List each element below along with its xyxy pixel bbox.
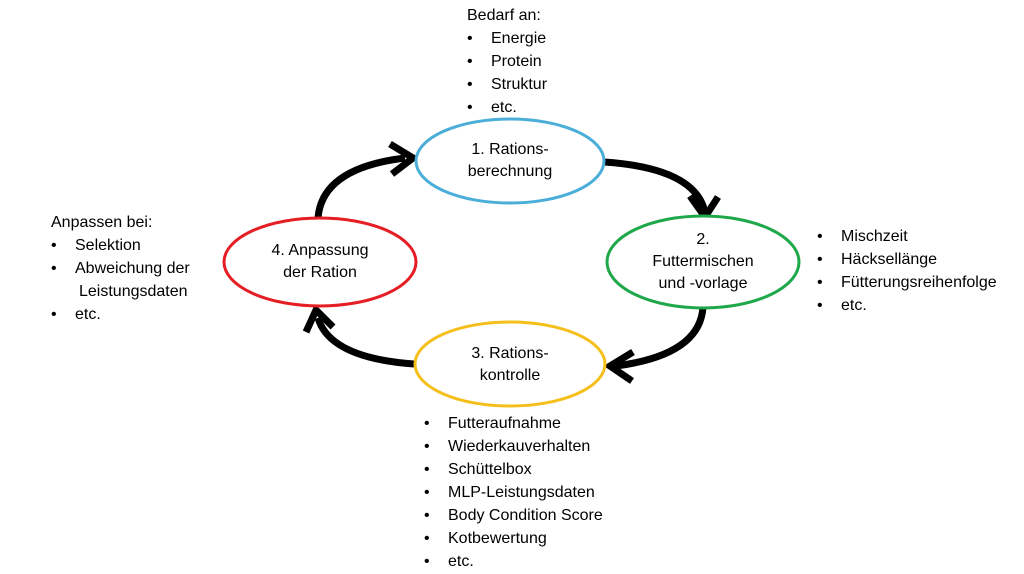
node-4-ellipse (222, 216, 418, 308)
node-4-line1: 4. Anpassung (271, 242, 369, 259)
node-3-label: 3. Rations- kontrolle (430, 343, 590, 387)
list-item: Fütterungsreihenfolge (813, 271, 997, 294)
list-item: Protein (463, 50, 547, 73)
note-top-list: Energie Protein Struktur etc. (463, 27, 547, 119)
list-item: Energie (463, 27, 547, 50)
node-2-ellipse (605, 214, 801, 310)
arrow-head-2-to-3 (603, 349, 635, 384)
node-3-line1: 3. Rations- (471, 345, 549, 362)
note-bottom: Futteraufnahme Wiederkauverhalten Schütt… (420, 412, 603, 573)
list-item: Abweichung der (47, 257, 190, 280)
list-item: Schüttelbox (420, 458, 603, 481)
node-2-line3: und -vorlage (658, 275, 748, 292)
node-1-ellipse (414, 117, 606, 205)
arrow-1-to-2 (603, 158, 709, 213)
arrow-head-4-to-1 (388, 141, 420, 177)
list-item: Wiederkauverhalten (420, 435, 603, 458)
list-item: etc. (47, 303, 190, 326)
list-item: Kotbewertung (420, 527, 603, 550)
node-2-line2: Futtermischen (652, 253, 754, 270)
note-top: Bedarf an: Energie Protein Struktur etc. (463, 4, 547, 119)
list-item: Mischzeit (813, 225, 997, 248)
note-top-title: Bedarf an: (467, 7, 541, 24)
note-right: Mischzeit Häcksellänge Fütterungsreihenf… (813, 225, 997, 317)
node-2-line1: 2. (696, 231, 710, 248)
node-3-ellipse (413, 320, 607, 408)
note-right-list: Mischzeit Häcksellänge Fütterungsreihenf… (813, 225, 997, 317)
note-left-continuation: Leistungsdaten (79, 283, 188, 300)
node-1-line2: berechnung (467, 163, 553, 180)
node-2-label: 2. Futtermischen und -vorlage (623, 229, 783, 295)
note-left-title: Anpassen bei: (51, 214, 153, 231)
list-item: Body Condition Score (420, 504, 603, 527)
node-1-label: 1. Rations- berechnung (430, 139, 590, 183)
note-left-list: Selektion Abweichung der Leistungsdaten … (47, 234, 190, 326)
list-item: Struktur (463, 73, 547, 96)
node-1-line1: 1. Rations- (471, 141, 549, 158)
note-left: Anpassen bei: Selektion Abweichung der L… (47, 211, 190, 326)
list-item: MLP-Leistungsdaten (420, 481, 603, 504)
list-item: etc. (813, 294, 997, 317)
arrow-head-3-to-4 (302, 303, 336, 334)
node-3-line2: kontrolle (479, 367, 541, 384)
list-item: etc. (420, 550, 603, 573)
note-bottom-list: Futteraufnahme Wiederkauverhalten Schütt… (420, 412, 603, 573)
list-item: Selektion (47, 234, 190, 257)
arrow-3-to-4 (314, 316, 415, 368)
list-item: Futteraufnahme (420, 412, 603, 435)
list-item-continuation: Leistungsdaten (47, 280, 190, 303)
arrow-2-to-3 (615, 306, 707, 370)
node-4-line2: der Ration (283, 264, 357, 281)
arrow-4-to-1 (314, 154, 406, 219)
node-4-label: 4. Anpassung der Ration (240, 240, 400, 284)
list-item: Häcksellänge (813, 248, 997, 271)
list-item: etc. (463, 96, 547, 119)
